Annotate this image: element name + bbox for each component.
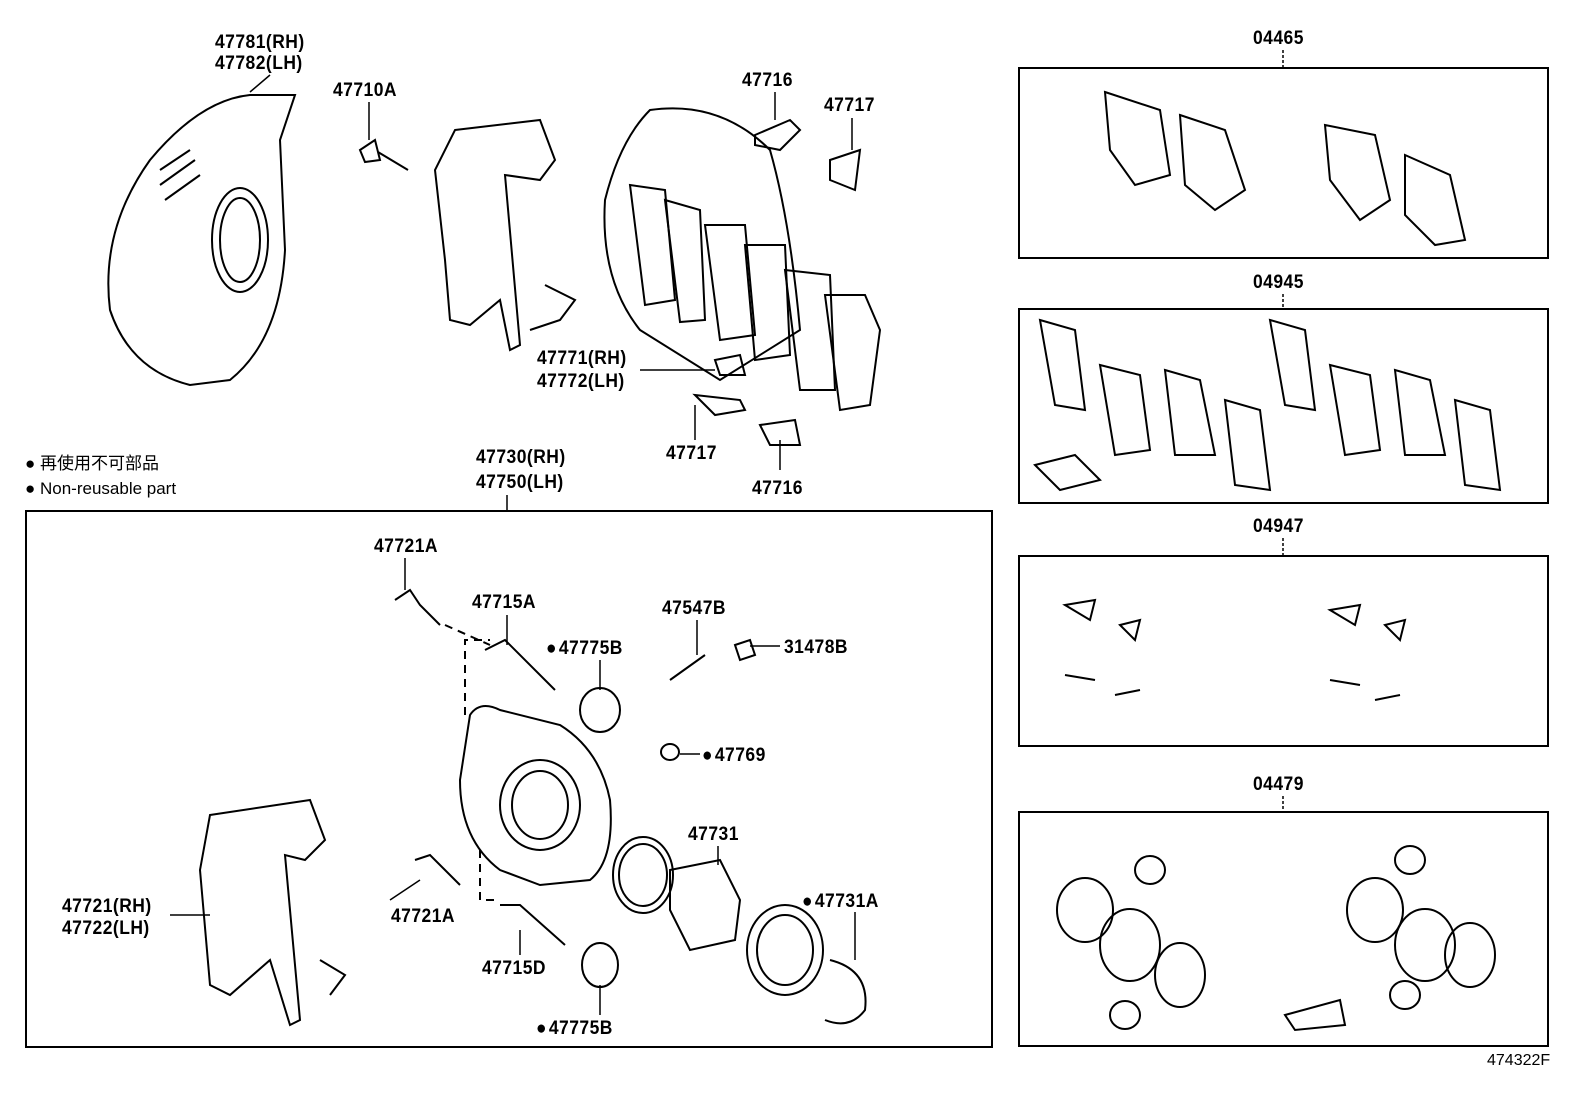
kit-04947-drawing [1062, 598, 1407, 701]
label-clip-47717-top[interactable]: 47717 [824, 95, 875, 116]
label-bolt-47721a-top[interactable]: 47721A [374, 536, 438, 557]
label-mounting-lh[interactable]: 47722(LH) [62, 918, 150, 939]
label-bleeder-47547b[interactable]: 47547B [662, 598, 726, 619]
label-shim-rh[interactable]: 47771(RH) [537, 348, 627, 369]
label-shim-lh[interactable]: 47772(LH) [537, 371, 625, 392]
label-boot-47775b-top[interactable]: 47775B [546, 638, 623, 659]
kit-box-04947 [1018, 555, 1549, 747]
bolts-main-drawing [394, 588, 757, 946]
label-bolt-47721a-bottom[interactable]: 47721A [391, 906, 455, 927]
caliper-main-drawing [444, 624, 612, 901]
label-dust-cover-lh[interactable]: 47782(LH) [215, 53, 303, 74]
mounting-bracket-drawing [198, 798, 347, 1027]
label-cap-31478b[interactable]: 31478B [784, 637, 848, 658]
label-boot-47775b-bottom[interactable]: 47775B [536, 1018, 613, 1039]
kit-04479-drawing [1056, 845, 1496, 1032]
label-clip-47716-bottom[interactable]: 47716 [752, 478, 803, 499]
kit-box-04945 [1018, 308, 1549, 504]
label-cylinder-rh[interactable]: 47730(RH) [476, 447, 566, 468]
caliper-assembly-box [25, 510, 993, 1048]
label-pin-47715d[interactable]: 47715D [482, 958, 546, 979]
kit-box-04465 [1018, 67, 1549, 259]
label-seal-47731a[interactable]: 47731A [802, 891, 879, 912]
label-dust-cover-rh[interactable]: 47781(RH) [215, 32, 305, 53]
label-pin-47715a[interactable]: 47715A [472, 592, 536, 613]
legend-en: ● Non-reusable part [25, 479, 177, 498]
label-bolt-47710a[interactable]: 47710A [333, 80, 397, 101]
kit-box-04479 [1018, 811, 1549, 1047]
kit-04465-drawing [1103, 90, 1467, 247]
bolt-drawing [358, 138, 409, 171]
kit-label-04479[interactable]: 04479 [1253, 774, 1304, 795]
piston-seals-drawing [612, 836, 867, 1025]
kit-04945-drawing [1033, 318, 1502, 492]
kit-label-04945[interactable]: 04945 [1253, 272, 1304, 293]
kit-label-04947[interactable]: 04947 [1253, 516, 1304, 537]
label-mounting-rh[interactable]: 47721(RH) [62, 896, 152, 917]
legend-jp: ● 再使用不可部品 [25, 454, 159, 473]
label-clip-47717-bottom[interactable]: 47717 [666, 443, 717, 464]
label-cylinder-lh[interactable]: 47750(LH) [476, 472, 564, 493]
leader-lines [170, 50, 1284, 1015]
diagram-id: 474322F [1487, 1052, 1551, 1069]
label-piston-47731[interactable]: 47731 [688, 824, 739, 845]
kit-label-04465[interactable]: 04465 [1253, 28, 1304, 49]
pads-top-drawing [603, 107, 882, 412]
dust-cover-drawing [107, 94, 297, 387]
label-clip-47716-top[interactable]: 47716 [742, 70, 793, 91]
clips-top-drawing [692, 118, 862, 446]
caliper-bracket-top-drawing [433, 118, 577, 352]
label-cap-47769[interactable]: 47769 [702, 745, 766, 766]
